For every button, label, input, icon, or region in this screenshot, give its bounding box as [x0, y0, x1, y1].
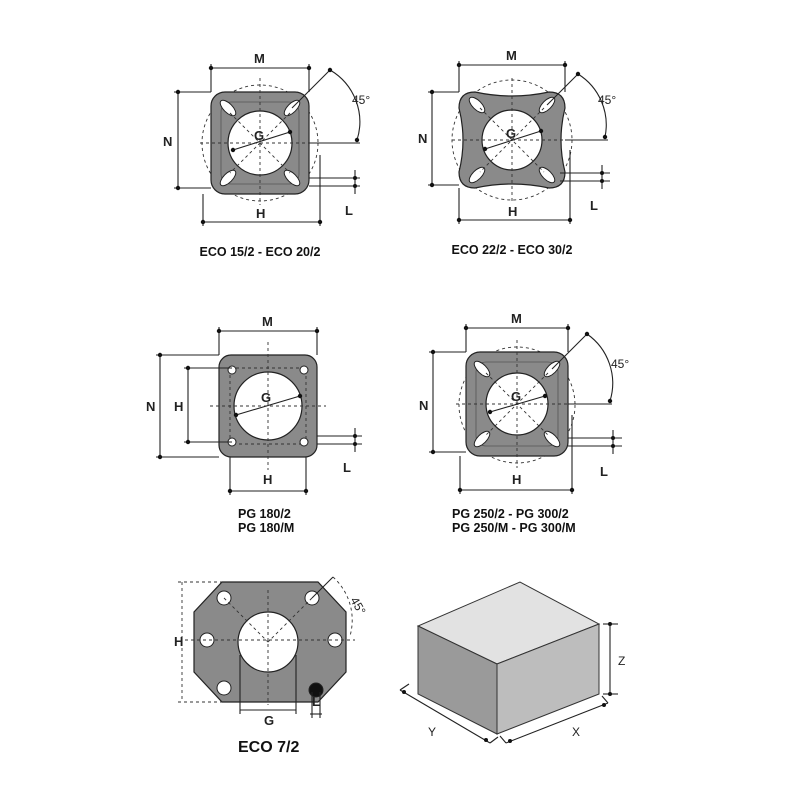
label-y: Y [428, 725, 436, 739]
label-angle: 45° [598, 93, 616, 107]
label-angle: 45° [352, 93, 370, 107]
diagram-eco-7: H G L 45° ECO 7/2 [174, 576, 369, 756]
diagram-eco-22-30: G M N H L 45° ECO 22/2 - ECO 30/2 [418, 48, 616, 257]
diagram-pg-250-300: G M N H L 45° PG 250/2 - PG 300/2 PG 250… [419, 311, 629, 535]
label-l: L [343, 460, 351, 475]
label-angle: 45° [611, 357, 629, 371]
label-l: L [312, 694, 320, 709]
label-m: M [254, 51, 265, 66]
label-l: L [345, 203, 353, 218]
label-angle: 45° [347, 595, 368, 618]
caption-line-1: PG 180/2 [238, 507, 291, 521]
label-g: G [254, 128, 264, 143]
label-h: H [256, 206, 265, 221]
label-h: H [508, 204, 517, 219]
box-side-face [496, 623, 600, 735]
caption: ECO 22/2 - ECO 30/2 [452, 243, 573, 257]
label-l: L [600, 464, 608, 479]
diagram-eco-15-20: G M N H L 45° ECO 15/2 - ECO 20/2 [163, 51, 370, 259]
label-h: H [263, 472, 272, 487]
label-z: Z [618, 654, 625, 668]
caption: ECO 15/2 - ECO 20/2 [200, 245, 321, 259]
label-n: N [418, 131, 427, 146]
label-h: H [174, 634, 183, 649]
caption: ECO 7/2 [238, 739, 299, 756]
mount-holes [199, 590, 343, 696]
diagram-pg-180: G M N H H L PG 180/2 PG 180/M [146, 314, 362, 535]
label-g: G [264, 713, 274, 728]
label-n: N [419, 398, 428, 413]
bolt-holes [227, 365, 309, 447]
caption-line-2: PG 250/M - PG 300/M [452, 521, 576, 535]
label-m: M [506, 48, 517, 63]
label-g: G [511, 389, 521, 404]
label-x: X [572, 725, 580, 739]
label-m: M [262, 314, 273, 329]
label-g: G [261, 390, 271, 405]
caption-line-1: PG 250/2 - PG 300/2 [452, 507, 569, 521]
label-m: M [511, 311, 522, 326]
diagram-package-box: Z Y X [399, 581, 625, 744]
label-h-vertical: H [174, 399, 183, 414]
label-n: N [163, 134, 172, 149]
label-h: H [512, 472, 521, 487]
caption-line-2: PG 180/M [238, 521, 294, 535]
label-n: N [146, 399, 155, 414]
label-l: L [590, 198, 598, 213]
label-g: G [506, 126, 516, 141]
